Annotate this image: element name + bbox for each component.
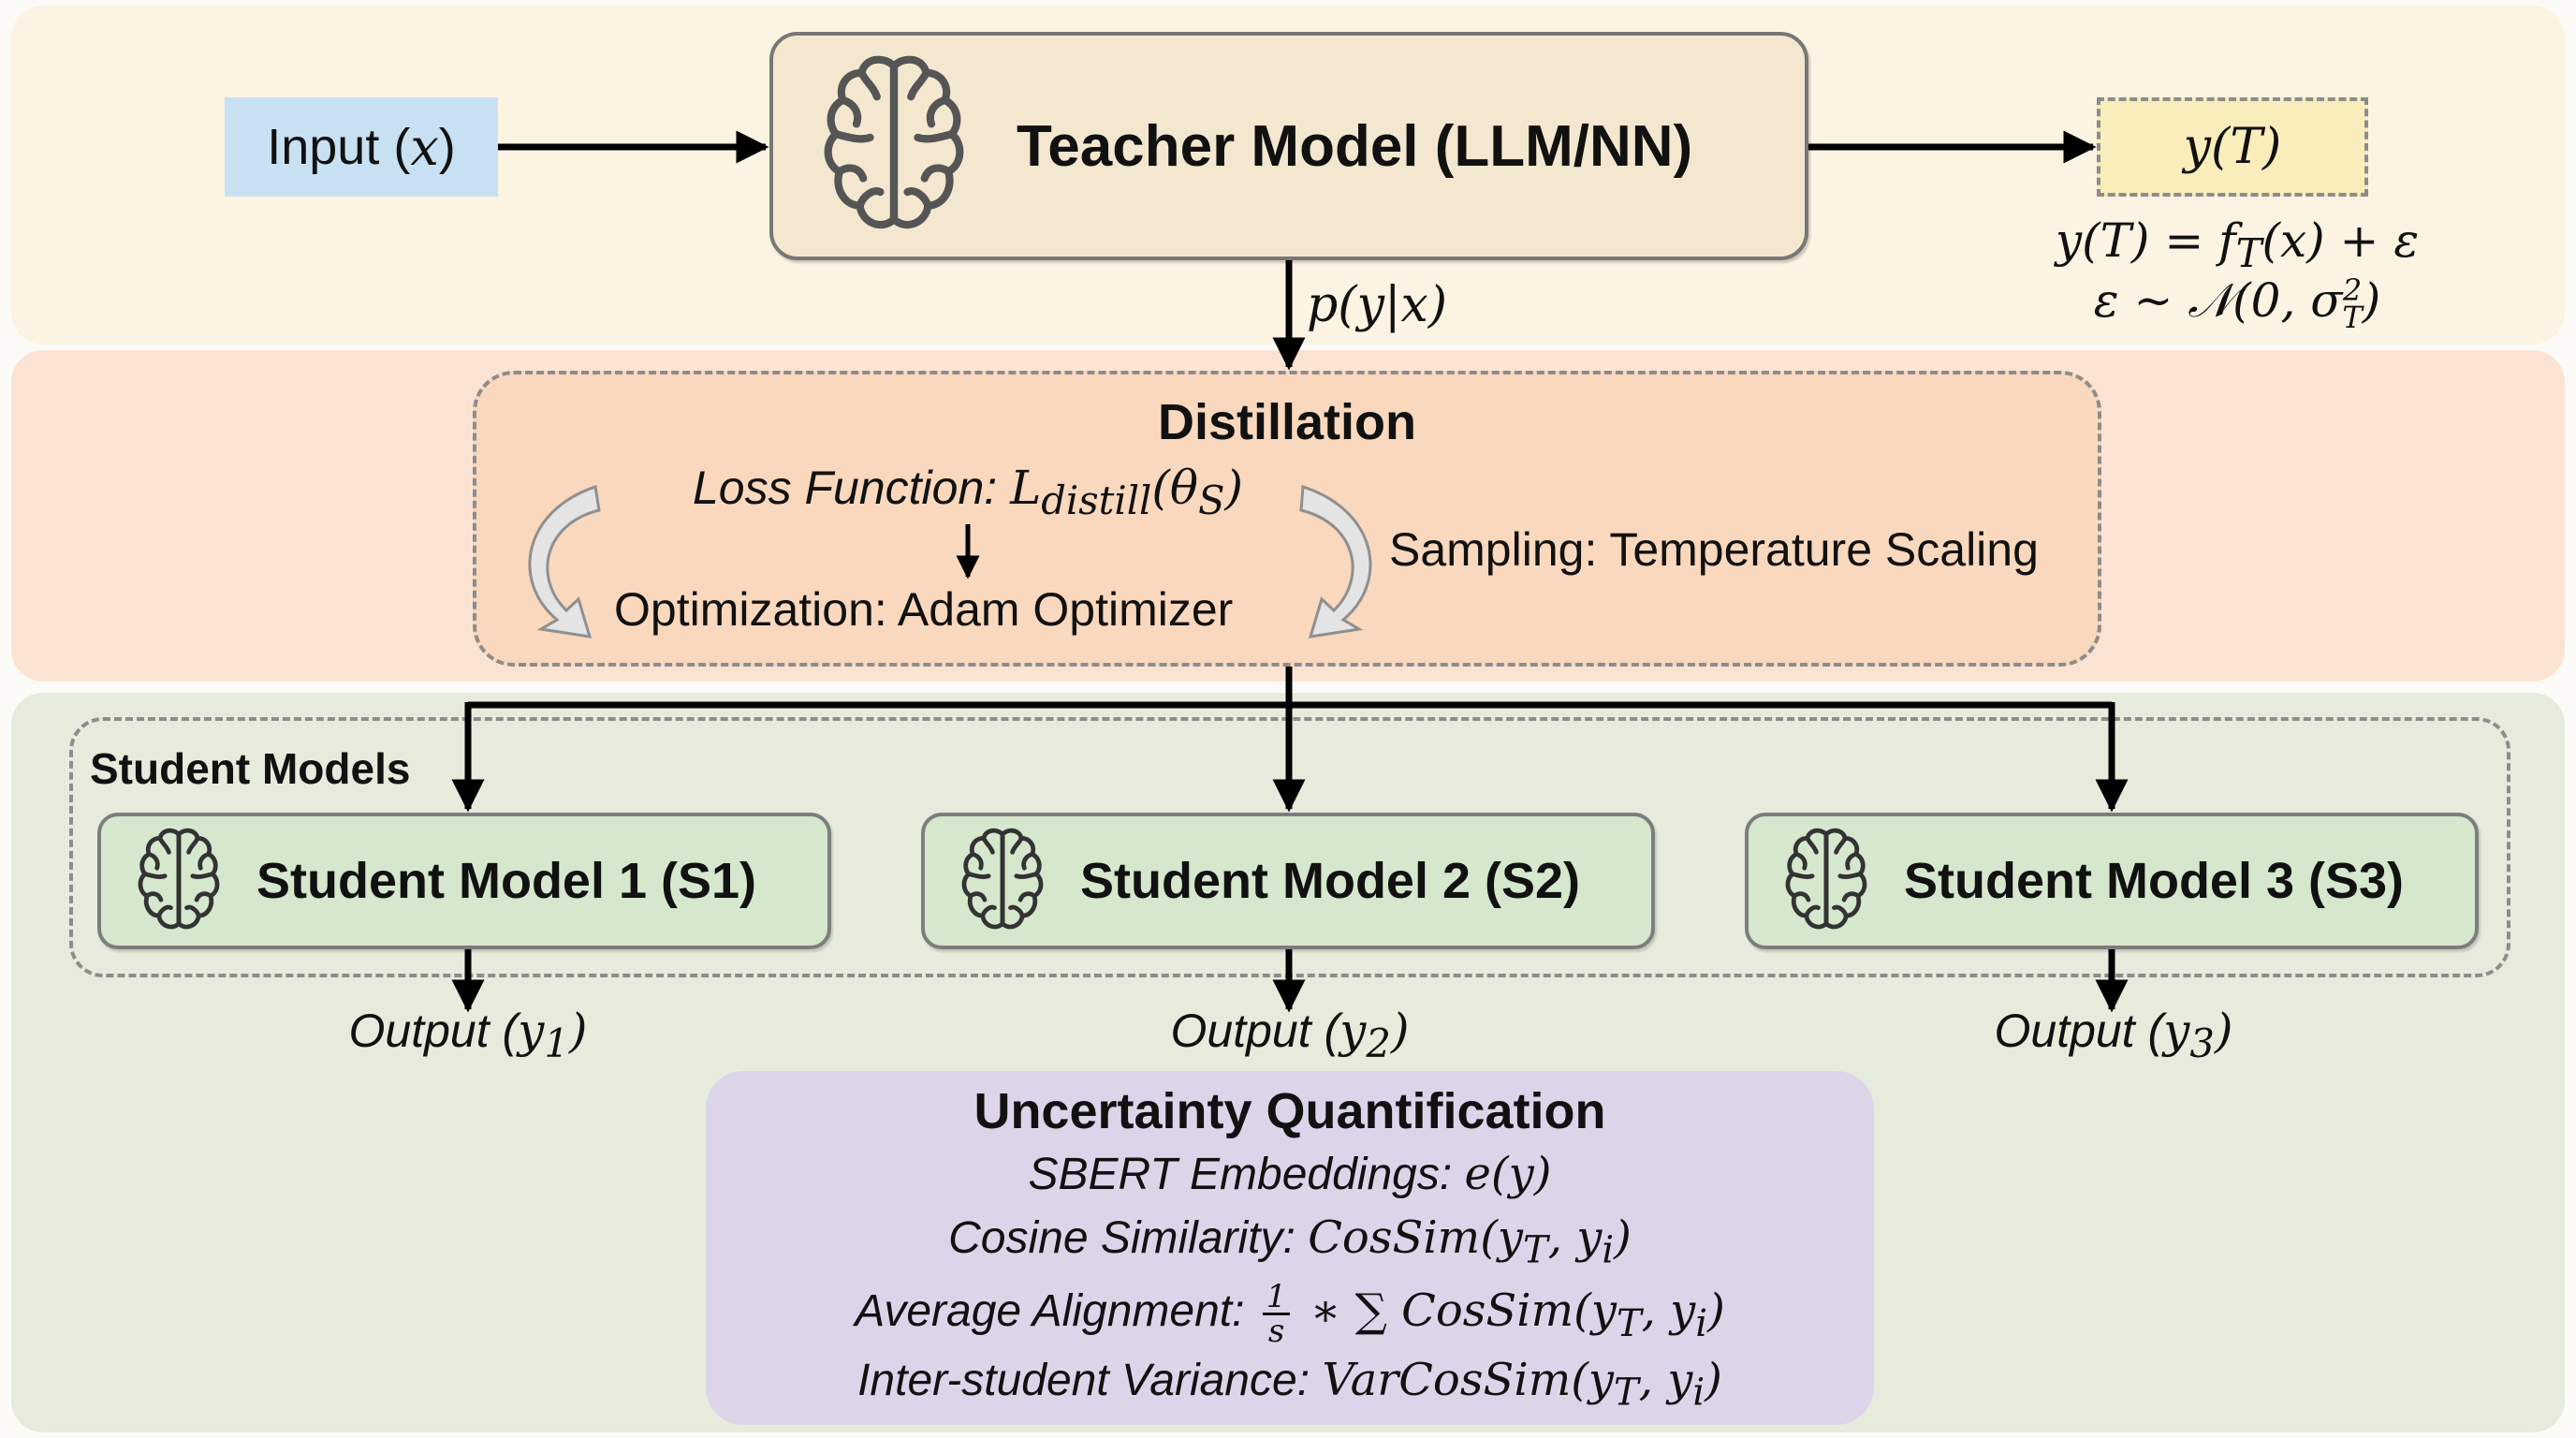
subscript: T <box>1616 1301 1642 1345</box>
sum-operator: ∗ ∑ <box>1295 1284 1402 1338</box>
distillation-title: Distillation <box>1157 394 1416 450</box>
equation-subscript: T <box>2235 230 2262 276</box>
fraction-denominator: s <box>1267 1313 1285 1350</box>
line-math-mid: , y <box>1641 1284 1696 1338</box>
output-variable: y <box>1339 1004 1367 1058</box>
uncertainty-title: Uncertainty Quantification <box>973 1083 1606 1139</box>
line-math-mid: , y <box>1547 1211 1603 1264</box>
equation-rhs: (x) + ε <box>2261 213 2420 268</box>
subscript: i <box>1695 1301 1708 1345</box>
noise-close: ) <box>2362 273 2381 328</box>
line-math-close: ) <box>1705 1354 1722 1406</box>
output-subscript: 1 <box>544 1020 569 1066</box>
input-node: Input (x) <box>225 97 498 197</box>
line-math-close: ) <box>1614 1211 1632 1264</box>
loss-symbol: L <box>1010 461 1042 515</box>
loss-subscript: distill <box>1041 477 1152 523</box>
loss-close: ) <box>1224 461 1244 515</box>
student-model-1-node: Student Model 1 (S1) <box>97 813 831 949</box>
input-label: Input ( <box>267 119 411 175</box>
subscript: i <box>1692 1371 1705 1415</box>
output-close: ) <box>2214 1004 2233 1058</box>
noise-lhs: ε ~ 𝒩(0, σ <box>2093 273 2343 328</box>
output-subscript: 2 <box>1366 1020 1391 1066</box>
student-model-2-label: Student Model 2 (S2) <box>1080 853 1581 909</box>
teacher-output-equation: y(T) = fT(x) + ε <box>2012 213 2462 276</box>
line-label: Cosine Similarity: <box>948 1213 1309 1263</box>
loss-argument-subscript: S <box>1197 477 1225 523</box>
edge-label-p-y-given-x: p(y|x) <box>1307 277 1448 333</box>
cycle-arrow-left-icon <box>528 485 601 638</box>
loss-argument: (θ <box>1151 461 1198 515</box>
output-close: ) <box>1390 1004 1410 1058</box>
noise-superscript: 2 <box>2342 272 2363 309</box>
noise-subscript: T <box>2342 300 2363 335</box>
uncertainty-quantification-box <box>706 1071 1874 1425</box>
line-math: CosSim(y <box>1401 1284 1617 1338</box>
line-math-mid: , y <box>1638 1354 1693 1406</box>
line-label: Inter-student Variance: <box>857 1356 1323 1405</box>
subscript: i <box>1602 1228 1615 1272</box>
line-math: CosSim(y <box>1308 1211 1524 1264</box>
line-math-close: ) <box>1707 1284 1725 1338</box>
equation-lhs: y(T) = f <box>2055 213 2236 268</box>
sampling-label: Sampling: Temperature Scaling <box>1389 523 2039 576</box>
student-output-1: Output (y1) <box>281 1004 655 1066</box>
line-label: SBERT Embeddings: <box>1028 1150 1465 1199</box>
student-output-3: Output (y3) <box>1926 1004 2301 1066</box>
cycle-arrow-right-icon <box>1299 484 1372 638</box>
brain-icon <box>824 55 964 229</box>
output-prefix: Output ( <box>1170 1005 1340 1057</box>
loss-function-label: Loss Function: Ldistill(θS) <box>693 461 1243 523</box>
teacher-output-label: y(T) <box>2183 119 2282 175</box>
input-close: ) <box>438 119 456 175</box>
line-math: VarCosSim(y <box>1322 1354 1615 1406</box>
input-variable: x <box>410 117 439 177</box>
student-model-3-node: Student Model 3 (S3) <box>1745 813 2479 949</box>
output-prefix: Output ( <box>348 1005 519 1057</box>
student-model-3-label: Student Model 3 (S3) <box>1904 853 2405 909</box>
output-variable: y <box>518 1004 545 1058</box>
output-variable: y <box>2163 1004 2190 1058</box>
teacher-model-node: Teacher Model (LLM/NN) <box>769 32 1808 260</box>
teacher-model-title: Teacher Model (LLM/NN) <box>1017 113 1693 179</box>
cosine-similarity-line: Cosine Similarity: CosSim(yT, yi) <box>706 1211 1874 1272</box>
student-model-1-label: Student Model 1 (S1) <box>256 853 757 909</box>
sbert-embeddings-line: SBERT Embeddings: e(y) <box>706 1148 1874 1200</box>
loss-prefix: Loss Function: <box>693 462 1011 514</box>
student-models-label: Student Models <box>90 744 411 793</box>
output-close: ) <box>568 1004 588 1058</box>
line-math: e(y) <box>1464 1148 1552 1200</box>
output-prefix: Output ( <box>1994 1005 2164 1057</box>
teacher-output-node: y(T) <box>2097 97 2368 197</box>
subscript: T <box>1614 1371 1639 1415</box>
subscript: T <box>1523 1228 1548 1272</box>
student-model-2-node: Student Model 2 (S2) <box>921 813 1655 949</box>
optimization-label: Optimization: Adam Optimizer <box>614 583 1234 636</box>
student-output-2: Output (y2) <box>1103 1004 1477 1066</box>
fraction-numerator: 1 <box>1262 1281 1291 1315</box>
line-label: Average Alignment: <box>855 1286 1257 1337</box>
inter-student-variance-line: Inter-student Variance: VarCosSim(yT, yi… <box>706 1354 1874 1415</box>
output-subscript: 3 <box>2189 1020 2215 1066</box>
distillation-container <box>473 371 2101 667</box>
